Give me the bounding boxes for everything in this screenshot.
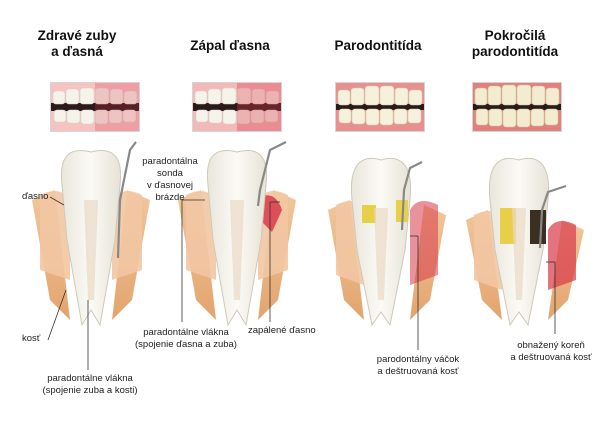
teeth-photo-healthy [50,82,140,132]
gum-label: ďasno [22,191,49,202]
tooth-healthy [32,141,150,327]
inflamed-gum-label: zapálené ďasno [248,325,316,336]
label-line: a deštruovaná kosť [377,366,459,377]
fibers-tooth-bone-label: paradontálne vlákna (spojenie zuba a kos… [30,373,150,397]
label-line: a deštruovaná kosť [510,352,592,363]
bone-label: kosť [22,333,41,344]
stage-title-healthy: Zdravé zuby a ďasná [22,28,132,60]
tooth-advanced [466,157,584,327]
stage-title-line: Zdravé zuby [37,28,117,43]
stage-title-line: a ďasná [51,44,103,59]
label-line: (spojenie zuba a kosti) [42,385,138,396]
stage-title-periodontitis: Parodontitída [323,38,433,54]
probe-label: paradontálna sonda v ďasnovej brázde [135,156,205,204]
tooth-gingivitis [178,141,296,327]
stage-title-line: Parodontitída [334,38,422,53]
stage-title-line: parodontitída [471,44,559,59]
teeth-photo-gingivitis [192,82,282,132]
stage-title-gingivitis: Zápal ďasna [175,38,285,54]
label-line: sonda [157,168,183,179]
stage-title-line: Pokročilá [484,28,546,43]
label-line: v ďasnovej [147,180,193,191]
exposed-root-label: obnažený koreň a deštruovaná kosť [502,340,600,364]
tooth-periodontitis [328,157,446,327]
label-line: obnažený koreň [517,340,585,351]
label-line: paradontálna [142,156,198,167]
teeth-photo-periodontitis [335,82,425,132]
stage-title-line: Zápal ďasna [190,38,270,53]
label-line: parodontálny váčok [376,354,460,365]
label-line: paradontálne vlákna [47,373,133,384]
teeth-photo-advanced [472,82,562,132]
label-line: (spojenie ďasna a zuba) [135,339,237,350]
stage-title-advanced: Pokročilá parodontitída [450,28,580,60]
label-line: paradontálne vlákna [143,327,229,338]
fibers-gum-tooth-label: paradontálne vlákna (spojenie ďasna a zu… [132,327,240,351]
label-line: brázde [155,192,185,203]
pocket-label: parodontálny váčok a deštruovaná kosť [370,354,466,378]
